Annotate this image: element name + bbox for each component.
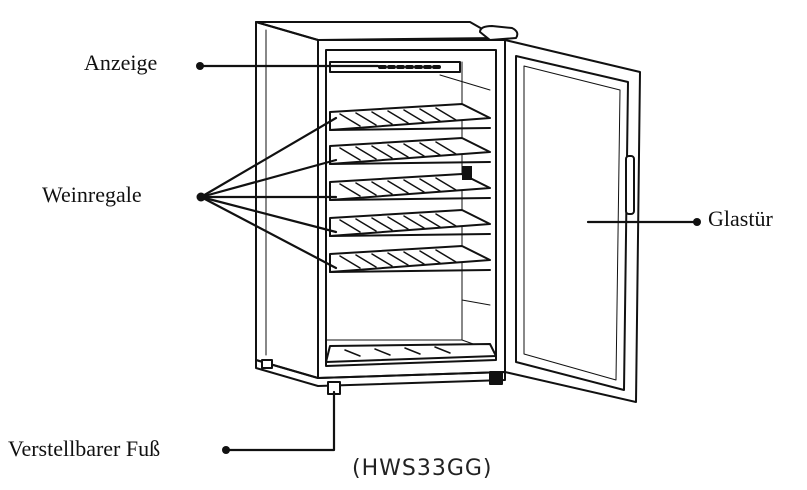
leader-lines (198, 64, 698, 452)
model-number: (HWS33GG) (352, 456, 493, 481)
label-adjustable-foot: Verstellbarer Fuß (8, 436, 161, 461)
label-wine-racks: Weinregale (42, 182, 142, 207)
glass-door (489, 39, 641, 403)
leader-dots (196, 62, 701, 454)
wine-rack-4 (329, 209, 491, 237)
top-hinge (479, 25, 519, 41)
bottom-tray (325, 343, 497, 363)
wine-rack-3 (329, 166, 491, 201)
label-glass-door: Glastür (708, 206, 773, 231)
wine-rack-5 (329, 245, 491, 273)
label-display: Anzeige (84, 50, 158, 75)
wine-rack-2 (329, 137, 491, 165)
cabinet-body (255, 21, 506, 395)
wine-rack-1 (329, 103, 491, 131)
